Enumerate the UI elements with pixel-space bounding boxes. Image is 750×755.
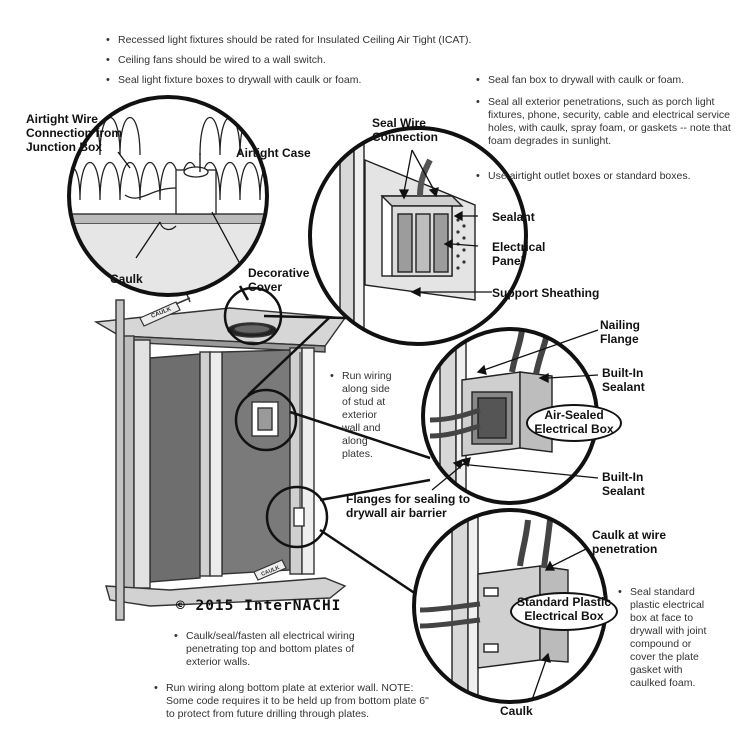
copyright: © 2015 InterNACHI	[176, 598, 342, 614]
note-seal-plastic-box: Seal standard plastic electrical box at …	[618, 586, 718, 690]
callout-seal-wire-panel	[308, 126, 528, 346]
note-airtight-outlet: Use airtight outlet boxes or standard bo…	[476, 170, 743, 183]
callout-standard-plastic-box	[412, 508, 608, 704]
label-electrical-panel: Electrical Panel	[492, 240, 546, 268]
label-seal-wire: Seal Wire Connection	[372, 116, 438, 144]
corner-post	[115, 299, 125, 621]
label-caulk-bottom: Caulk	[500, 704, 533, 718]
sheathing-panel	[149, 353, 201, 583]
label-flanges: Flanges for sealing to drywall air barri…	[346, 492, 471, 520]
label-caulk-top: Caulk	[110, 272, 143, 286]
label-airtight-case: Airtight Case	[236, 146, 311, 160]
stud-wiring-box	[293, 507, 305, 527]
note-run-wiring-stud: Run wiring along side of stud at exterio…	[330, 370, 398, 461]
label-nailing-flange: Nailing Flange	[600, 318, 641, 346]
callout-connectors	[223, 285, 431, 602]
note-icat: Recessed light fixtures should be rated …	[106, 34, 478, 47]
label-support-sheathing: Support Sheathing	[492, 286, 600, 300]
note-caulk-plates: Caulk/seal/fasten all electrical wiring …	[174, 630, 366, 669]
note-bottom-plate: Run wiring along bottom plate at exterio…	[154, 682, 438, 721]
stud	[301, 347, 315, 575]
stud	[199, 351, 211, 577]
label-decorative-cover: Decorative Cover	[248, 266, 310, 294]
label-pointers	[117, 149, 599, 701]
label-standard-plastic-box: Standard Plastic Electrical Box	[510, 592, 618, 631]
caulk-tube-bottom: CAULK	[253, 559, 287, 581]
label-air-sealed-box: Air-Sealed Electrical Box	[526, 404, 622, 442]
stud	[209, 351, 223, 577]
label-airtight-wire: Airtight Wire Connection from Junction B…	[26, 112, 122, 154]
label-sealant: Sealant	[492, 210, 535, 224]
note-ceiling-fan: Ceiling fans should be wired to a wall s…	[106, 54, 478, 67]
wall-framing	[93, 299, 347, 621]
label-caulk-wire: Caulk at wire penetration	[592, 528, 667, 556]
note-exterior-penetrations: Seal all exterior penetrations, such as …	[476, 96, 746, 148]
note-seal-fan-box: Seal fan box to drywall with caulk or fo…	[476, 74, 743, 87]
stud	[133, 339, 151, 589]
label-built-in-sealant-top: Built-In Sealant	[602, 366, 645, 394]
label-built-in-sealant-bottom: Built-In Sealant	[602, 470, 645, 498]
note-seal-light-box: Seal light fixture boxes to drywall with…	[106, 74, 478, 87]
